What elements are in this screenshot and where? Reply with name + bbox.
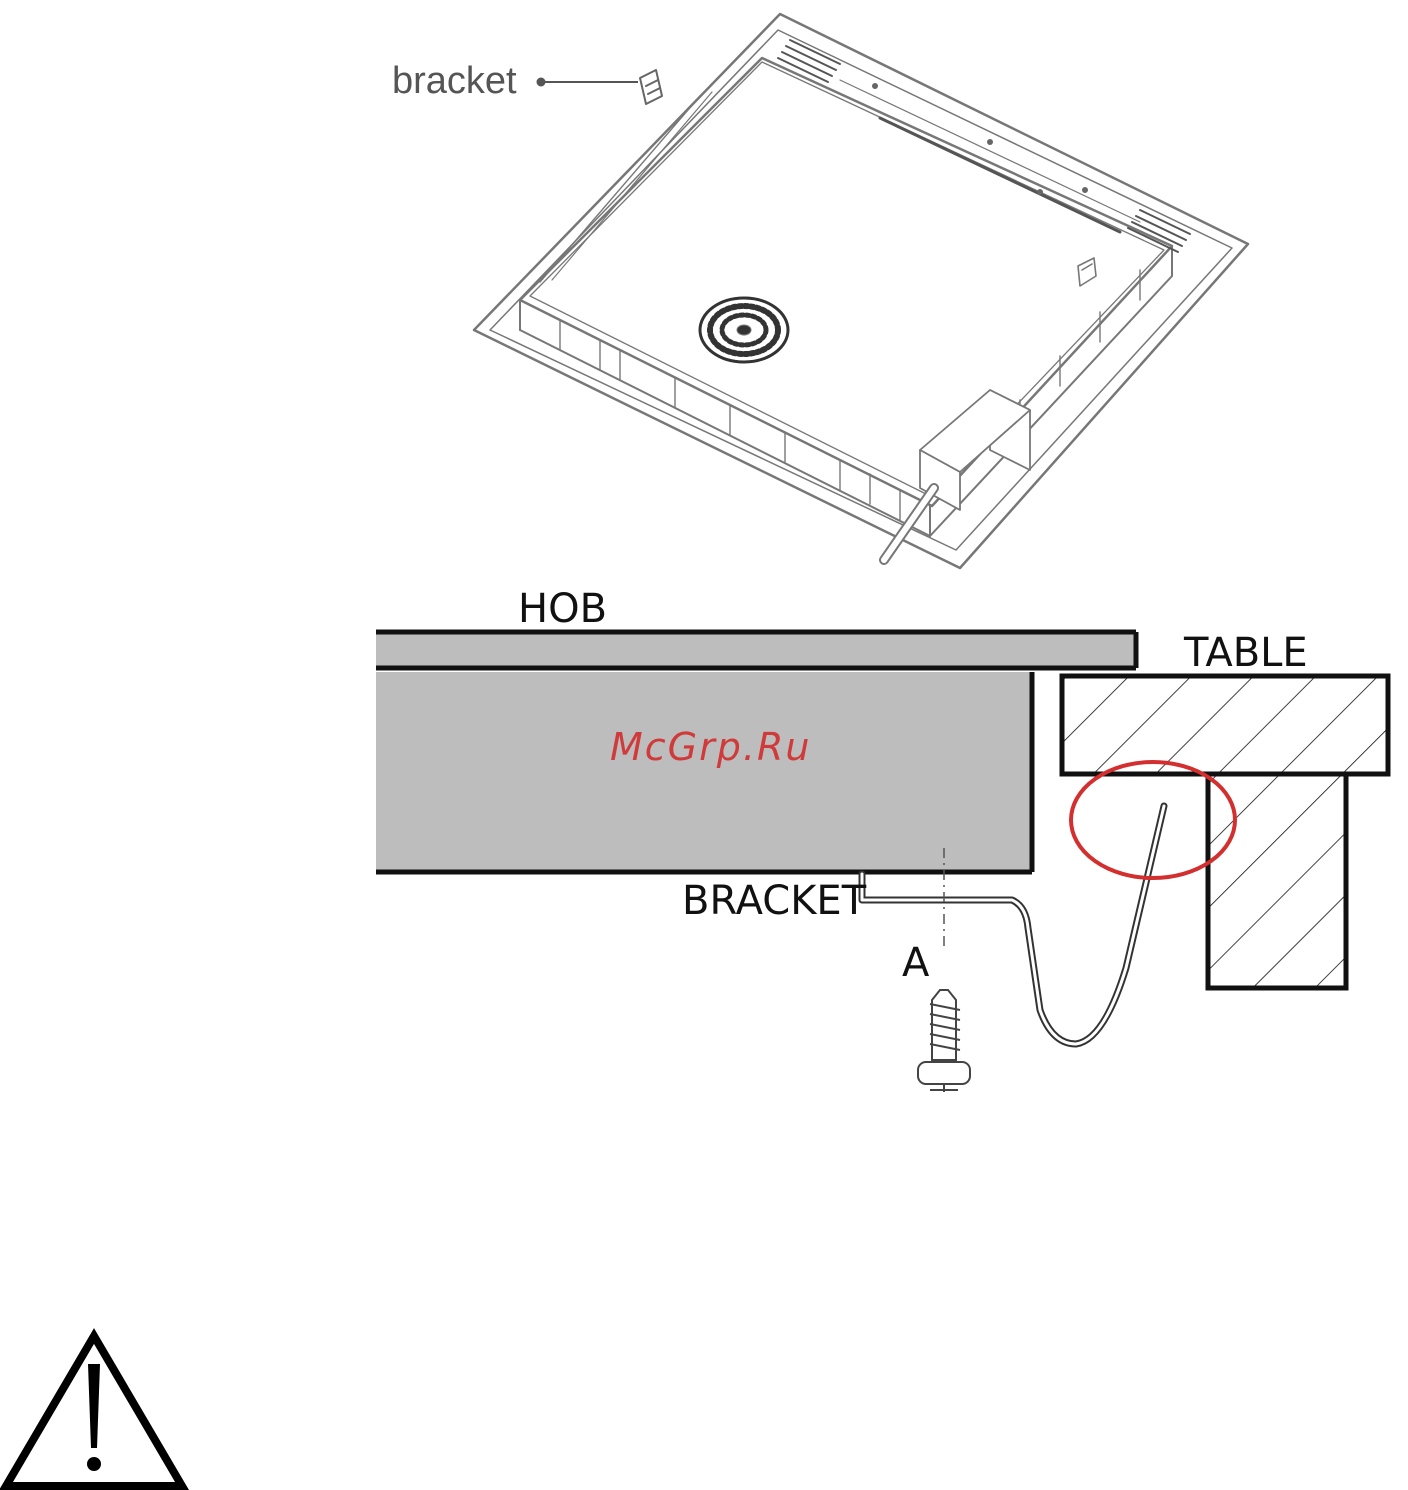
table-leg — [1208, 774, 1346, 988]
hob-body — [376, 672, 1032, 872]
bracket-section-label: BRACKET — [682, 878, 867, 924]
warning-triangle-icon — [6, 1336, 182, 1486]
hob-label: HOB — [518, 586, 607, 632]
table-label: TABLE — [1183, 630, 1308, 676]
bracket-part — [640, 70, 662, 104]
hob-glass-plate — [376, 632, 1136, 668]
section-view: HOB TABLE BRACKET A — [376, 586, 1388, 1092]
screw-icon — [918, 990, 970, 1092]
screw-a-label: A — [902, 940, 930, 986]
bracket-label: bracket — [392, 60, 517, 102]
hob-underside-view — [474, 14, 1248, 568]
bracket-callout: bracket — [392, 60, 638, 102]
watermark: McGrp.Ru — [610, 725, 811, 769]
table-top — [1062, 676, 1388, 774]
